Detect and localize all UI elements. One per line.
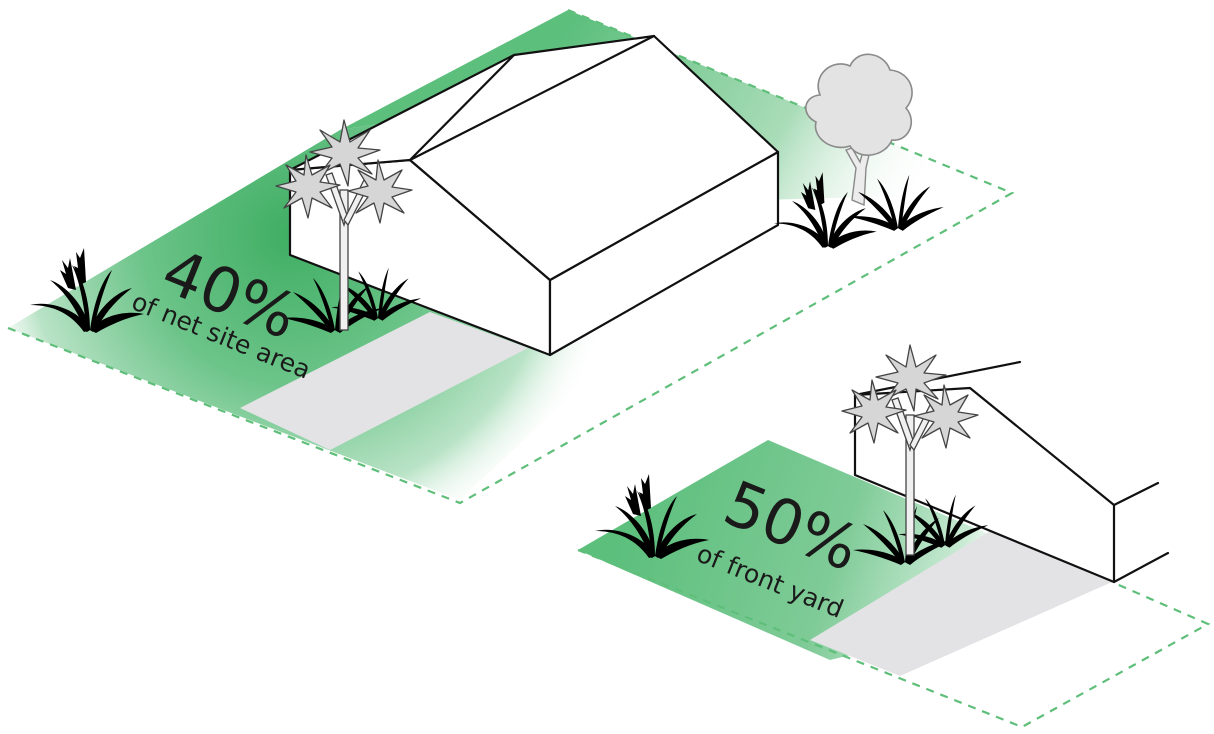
- deciduous-tree-icon: [805, 53, 913, 207]
- right-lot: 50% of front yard: [577, 344, 1211, 729]
- driveway-left: [240, 312, 528, 450]
- lot-boundary-left: [7, 8, 1015, 505]
- lot-boundary-right: [577, 548, 1211, 729]
- left-lot: 40% of net site area: [7, 8, 1015, 505]
- driveway-right: [810, 525, 1112, 676]
